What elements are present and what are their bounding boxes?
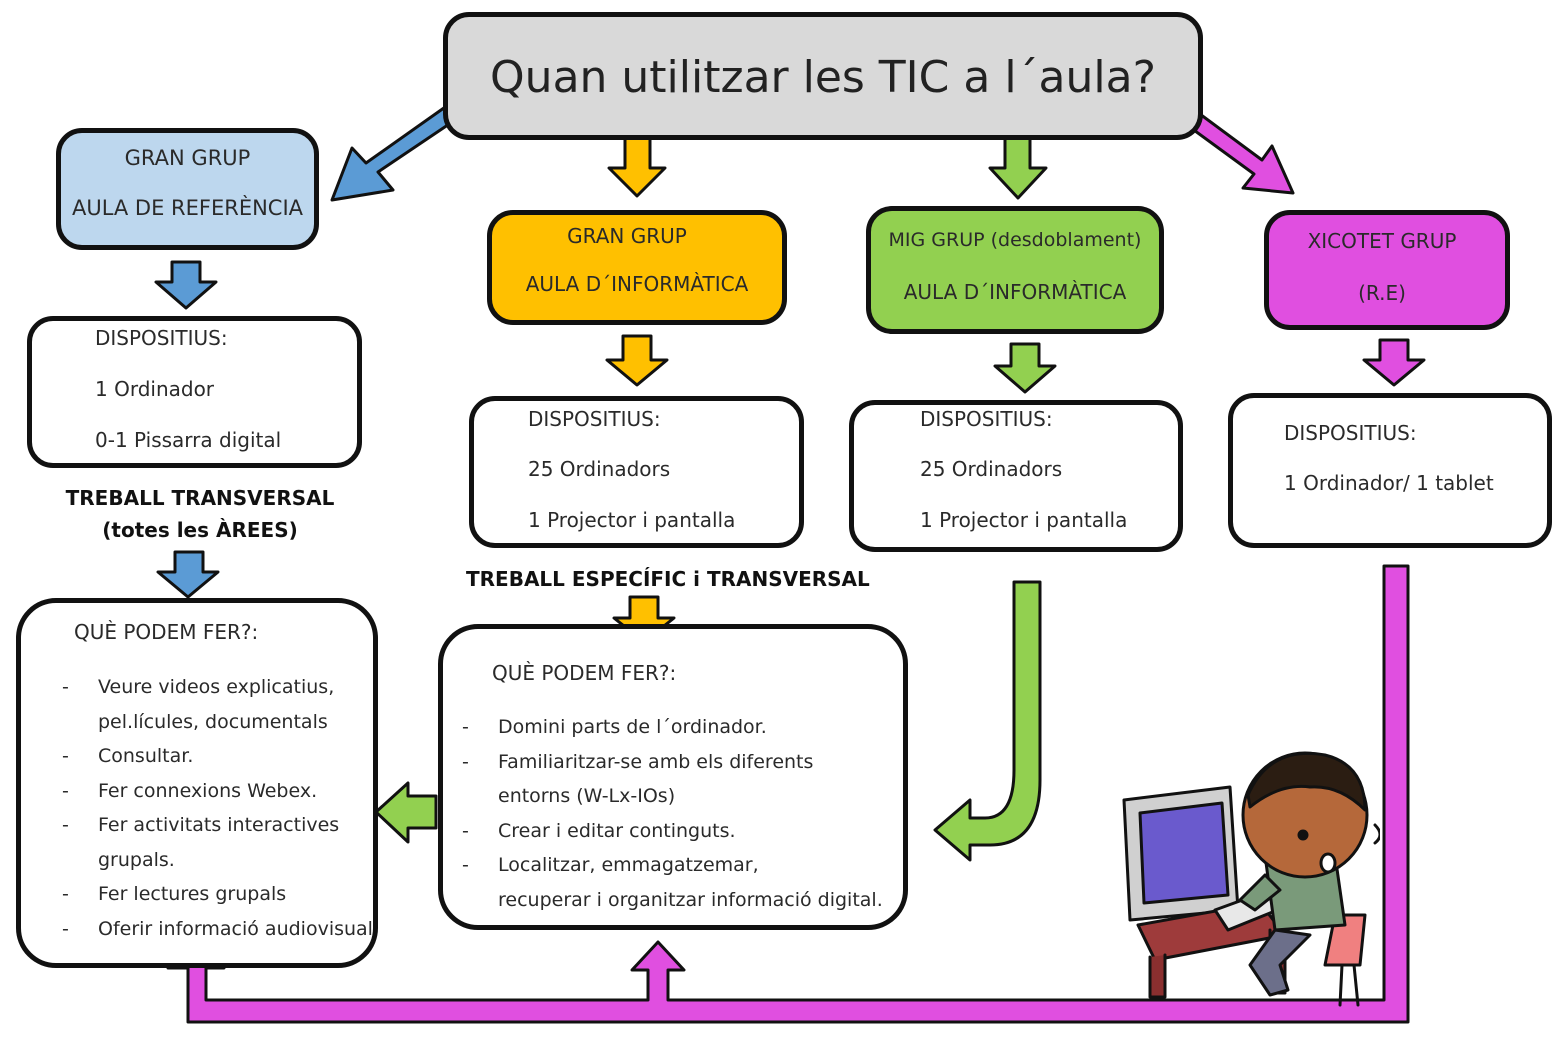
col3-header-line1: MIG GRUP (desdoblament) bbox=[888, 229, 1142, 251]
list-item: -Localitzar, emmagatzemar, bbox=[462, 854, 759, 876]
list-item: grupals. bbox=[98, 848, 175, 871]
col2-header-box bbox=[487, 210, 787, 325]
list-item: -Veure videos explicatius, bbox=[62, 676, 335, 698]
col2-what-title: QUÈ PODEM FER?: bbox=[492, 661, 677, 685]
list-item: recuperar i organitzar informació digita… bbox=[498, 888, 883, 911]
arrow-col1-down-1 bbox=[154, 260, 218, 310]
col4-header-line2: (R.E) bbox=[1358, 281, 1406, 305]
col2-what-list: -Domini parts de l´ordinador. -Familiari… bbox=[462, 710, 883, 917]
list-item: -Familiaritzar-se amb els diferents bbox=[462, 750, 814, 773]
list-item: -Oferir informació audiovisual bbox=[62, 917, 373, 940]
arrow-col2-to-col1 bbox=[374, 781, 438, 844]
list-item: entorns (W-Lx-IOs) bbox=[498, 785, 676, 807]
col3-devices-box bbox=[849, 400, 1183, 552]
arrow-col4-down-1 bbox=[1362, 338, 1426, 387]
col3-device-1: 25 Ordinadors bbox=[920, 457, 1063, 481]
col2-device-1: 25 Ordinadors bbox=[528, 457, 671, 481]
col1-what-title: QUÈ PODEM FER?: bbox=[74, 620, 259, 644]
arrow-col2-down-1 bbox=[605, 334, 669, 387]
title-box bbox=[443, 12, 1203, 140]
col1-work-label-line2: (totes les ÀREES) bbox=[102, 518, 298, 542]
col1-devices-title: DISPOSITIUS: bbox=[95, 326, 228, 350]
list-item: -Fer connexions Webex. bbox=[62, 779, 318, 802]
arrow-col3-down-1 bbox=[993, 342, 1057, 394]
col1-work-label-line1: TREBALL TRANSVERSAL bbox=[65, 486, 335, 510]
arrow-col4-loop bbox=[166, 564, 1410, 1024]
col1-header-line2: AULA DE REFERÈNCIA bbox=[71, 196, 304, 220]
col2-header-line1: GRAN GRUP bbox=[567, 224, 687, 248]
col4-devices-box bbox=[1228, 393, 1552, 548]
col2-work-label: TREBALL ESPECÍFIC i TRANSVERSAL bbox=[466, 567, 870, 591]
col1-header-box bbox=[56, 128, 319, 250]
arrow-title-to-col1 bbox=[330, 96, 472, 202]
col2-devices-title: DISPOSITIUS: bbox=[528, 407, 661, 431]
list-item: -Consultar. bbox=[62, 745, 194, 767]
list-item: -Fer lectures grupals bbox=[62, 883, 287, 905]
page-title: Quan utilitzar les TIC a l´aula? bbox=[490, 52, 1156, 103]
list-item: pel.lícules, documentals bbox=[98, 710, 328, 733]
col4-devices-title: DISPOSITIUS: bbox=[1284, 421, 1417, 445]
col2-what-box bbox=[438, 624, 908, 930]
col2-device-2: 1 Projector i pantalla bbox=[528, 508, 736, 532]
arrow-col3-to-col2 bbox=[933, 580, 1042, 862]
col4-header-line1: XICOTET GRUP bbox=[1307, 229, 1457, 253]
arrow-title-to-col3 bbox=[988, 131, 1048, 200]
col2-header-line2: AULA D´INFORMÀTICA bbox=[525, 272, 749, 296]
col3-header-line2: AULA D´INFORMÀTICA bbox=[903, 280, 1127, 304]
col2-devices-box bbox=[469, 396, 804, 548]
col3-header-box bbox=[866, 206, 1164, 334]
list-item: -Crear i editar continguts. bbox=[462, 819, 736, 842]
col1-devices-box bbox=[27, 316, 362, 468]
arrow-col1-down-2 bbox=[156, 550, 220, 599]
col1-device-1: 1 Ordinador bbox=[95, 377, 215, 401]
col4-device-1: 1 Ordinador/ 1 tablet bbox=[1284, 471, 1494, 495]
list-item: -Fer activitats interactives bbox=[62, 814, 340, 836]
student-at-computer-illustration bbox=[1122, 751, 1380, 1007]
col1-what-box bbox=[16, 598, 378, 968]
col3-device-2: 1 Projector i pantalla bbox=[920, 508, 1128, 532]
col1-header-line1: GRAN GRUP bbox=[124, 146, 251, 170]
col1-what-list: -Veure videos explicatius, pel.lícules, … bbox=[62, 670, 373, 946]
col4-header-box bbox=[1264, 210, 1510, 330]
col1-device-2: 0-1 Pissarra digital bbox=[95, 428, 282, 452]
list-item: -Domini parts de l´ordinador. bbox=[462, 716, 767, 738]
col3-devices-title: DISPOSITIUS: bbox=[920, 407, 1053, 431]
